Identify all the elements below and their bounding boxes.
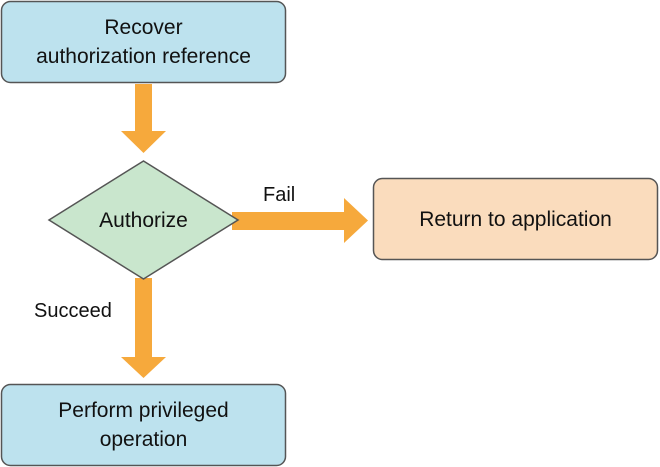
node-return-label: Return to application xyxy=(373,178,658,260)
node-authorize-label: Authorize xyxy=(49,161,238,279)
node-recover-box xyxy=(0,0,287,84)
node-perform-box xyxy=(0,383,287,467)
edge-label-succeed: Succeed xyxy=(34,300,112,322)
node-return-text: Return to application xyxy=(419,207,612,231)
node-perform-text: Perform privileged operation xyxy=(58,399,229,451)
edge-label-fail: Fail xyxy=(263,184,296,206)
node-recover-text: Recover authorization reference xyxy=(36,16,251,68)
node-recover-label: Recover authorization reference xyxy=(1,1,286,83)
node-perform-label: Perform privileged operation xyxy=(1,384,286,466)
node-return-box xyxy=(372,177,659,261)
arrow-authorize-to-perform xyxy=(121,278,166,378)
arrow-authorize-to-return xyxy=(232,198,368,243)
node-authorize-text: Authorize xyxy=(99,208,188,232)
node-authorize-diamond xyxy=(47,160,240,280)
arrow-recover-to-authorize xyxy=(121,84,166,153)
